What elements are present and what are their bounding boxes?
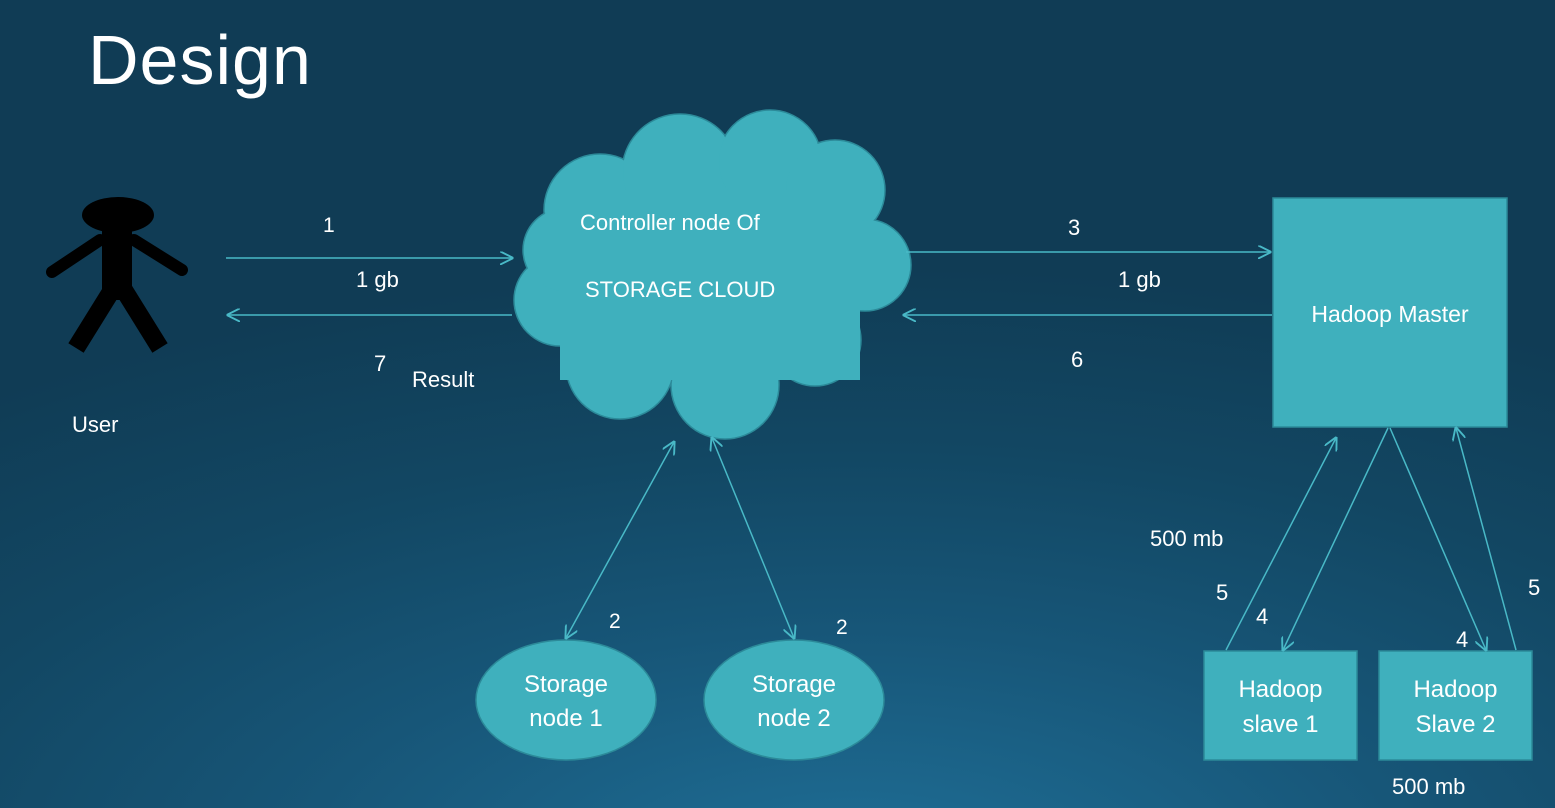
controller-cloud-shape (513, 109, 912, 440)
edge-label-size-cloud-master: 1 gb (1118, 267, 1161, 292)
arrow-cloud-storage-1 (566, 442, 674, 638)
arrow-slave1-to-master (1225, 438, 1336, 651)
storage-node-1-line2: node 1 (529, 705, 603, 732)
arrow-cloud-storage-2 (712, 438, 794, 638)
edge-label-step-4-slave-2: 4 (1456, 627, 1469, 652)
edge-label-size-user-cloud: 1 gb (356, 267, 399, 292)
cloud-label-line2: STORAGE CLOUD (585, 277, 776, 302)
edge-label-step-2-storage-2: 2 (836, 616, 848, 639)
stick-figure-icon (46, 197, 188, 353)
hadoop-slave-1-line2: slave 1 (1242, 711, 1319, 738)
hadoop-slave-1-shape (1203, 650, 1358, 761)
slide-title: Design (88, 21, 312, 99)
edge-label-step-4-slave-1: 4 (1256, 604, 1269, 629)
edge-label-step-7: 7 (374, 351, 387, 376)
storage-node-2-line2: node 2 (757, 705, 831, 732)
hadoop-slave-1-line1: Hadoop (1238, 676, 1323, 703)
edge-label-size-slave-1: 500 mb (1150, 526, 1224, 551)
hadoop-slave-2-shape (1378, 650, 1533, 761)
arrow-master-to-slave2 (1389, 427, 1486, 650)
hadoop-master-shape (1272, 197, 1508, 428)
arrow-master-to-slave1 (1283, 427, 1389, 650)
edge-label-result: Result (412, 367, 475, 392)
storage-node-2-line1: Storage (751, 671, 837, 698)
cloud-label-line1: Controller node Of (580, 210, 760, 235)
edge-label-size-slave-2: 500 mb (1392, 774, 1466, 799)
arrow-slave2-to-master (1456, 428, 1517, 651)
storage-node-1-line1: Storage (523, 671, 609, 698)
edge-label-step-2-storage-1: 2 (609, 610, 621, 633)
edge-label-step-1: 1 (323, 214, 335, 237)
edge-label-step-3: 3 (1068, 215, 1081, 240)
edge-label-step-5-slave-2: 5 (1528, 575, 1541, 600)
hadoop-slave-2-line1: Hadoop (1413, 676, 1498, 703)
user-label: User (72, 412, 119, 437)
edge-label-step-5-slave-1: 5 (1216, 580, 1229, 605)
storage-node-1-shape (475, 639, 657, 761)
hadoop-master-label: Hadoop Master (1311, 301, 1469, 327)
storage-node-2-shape (703, 639, 885, 761)
hadoop-slave-2-line2: Slave 2 (1415, 711, 1496, 738)
edge-label-step-6: 6 (1071, 347, 1084, 372)
